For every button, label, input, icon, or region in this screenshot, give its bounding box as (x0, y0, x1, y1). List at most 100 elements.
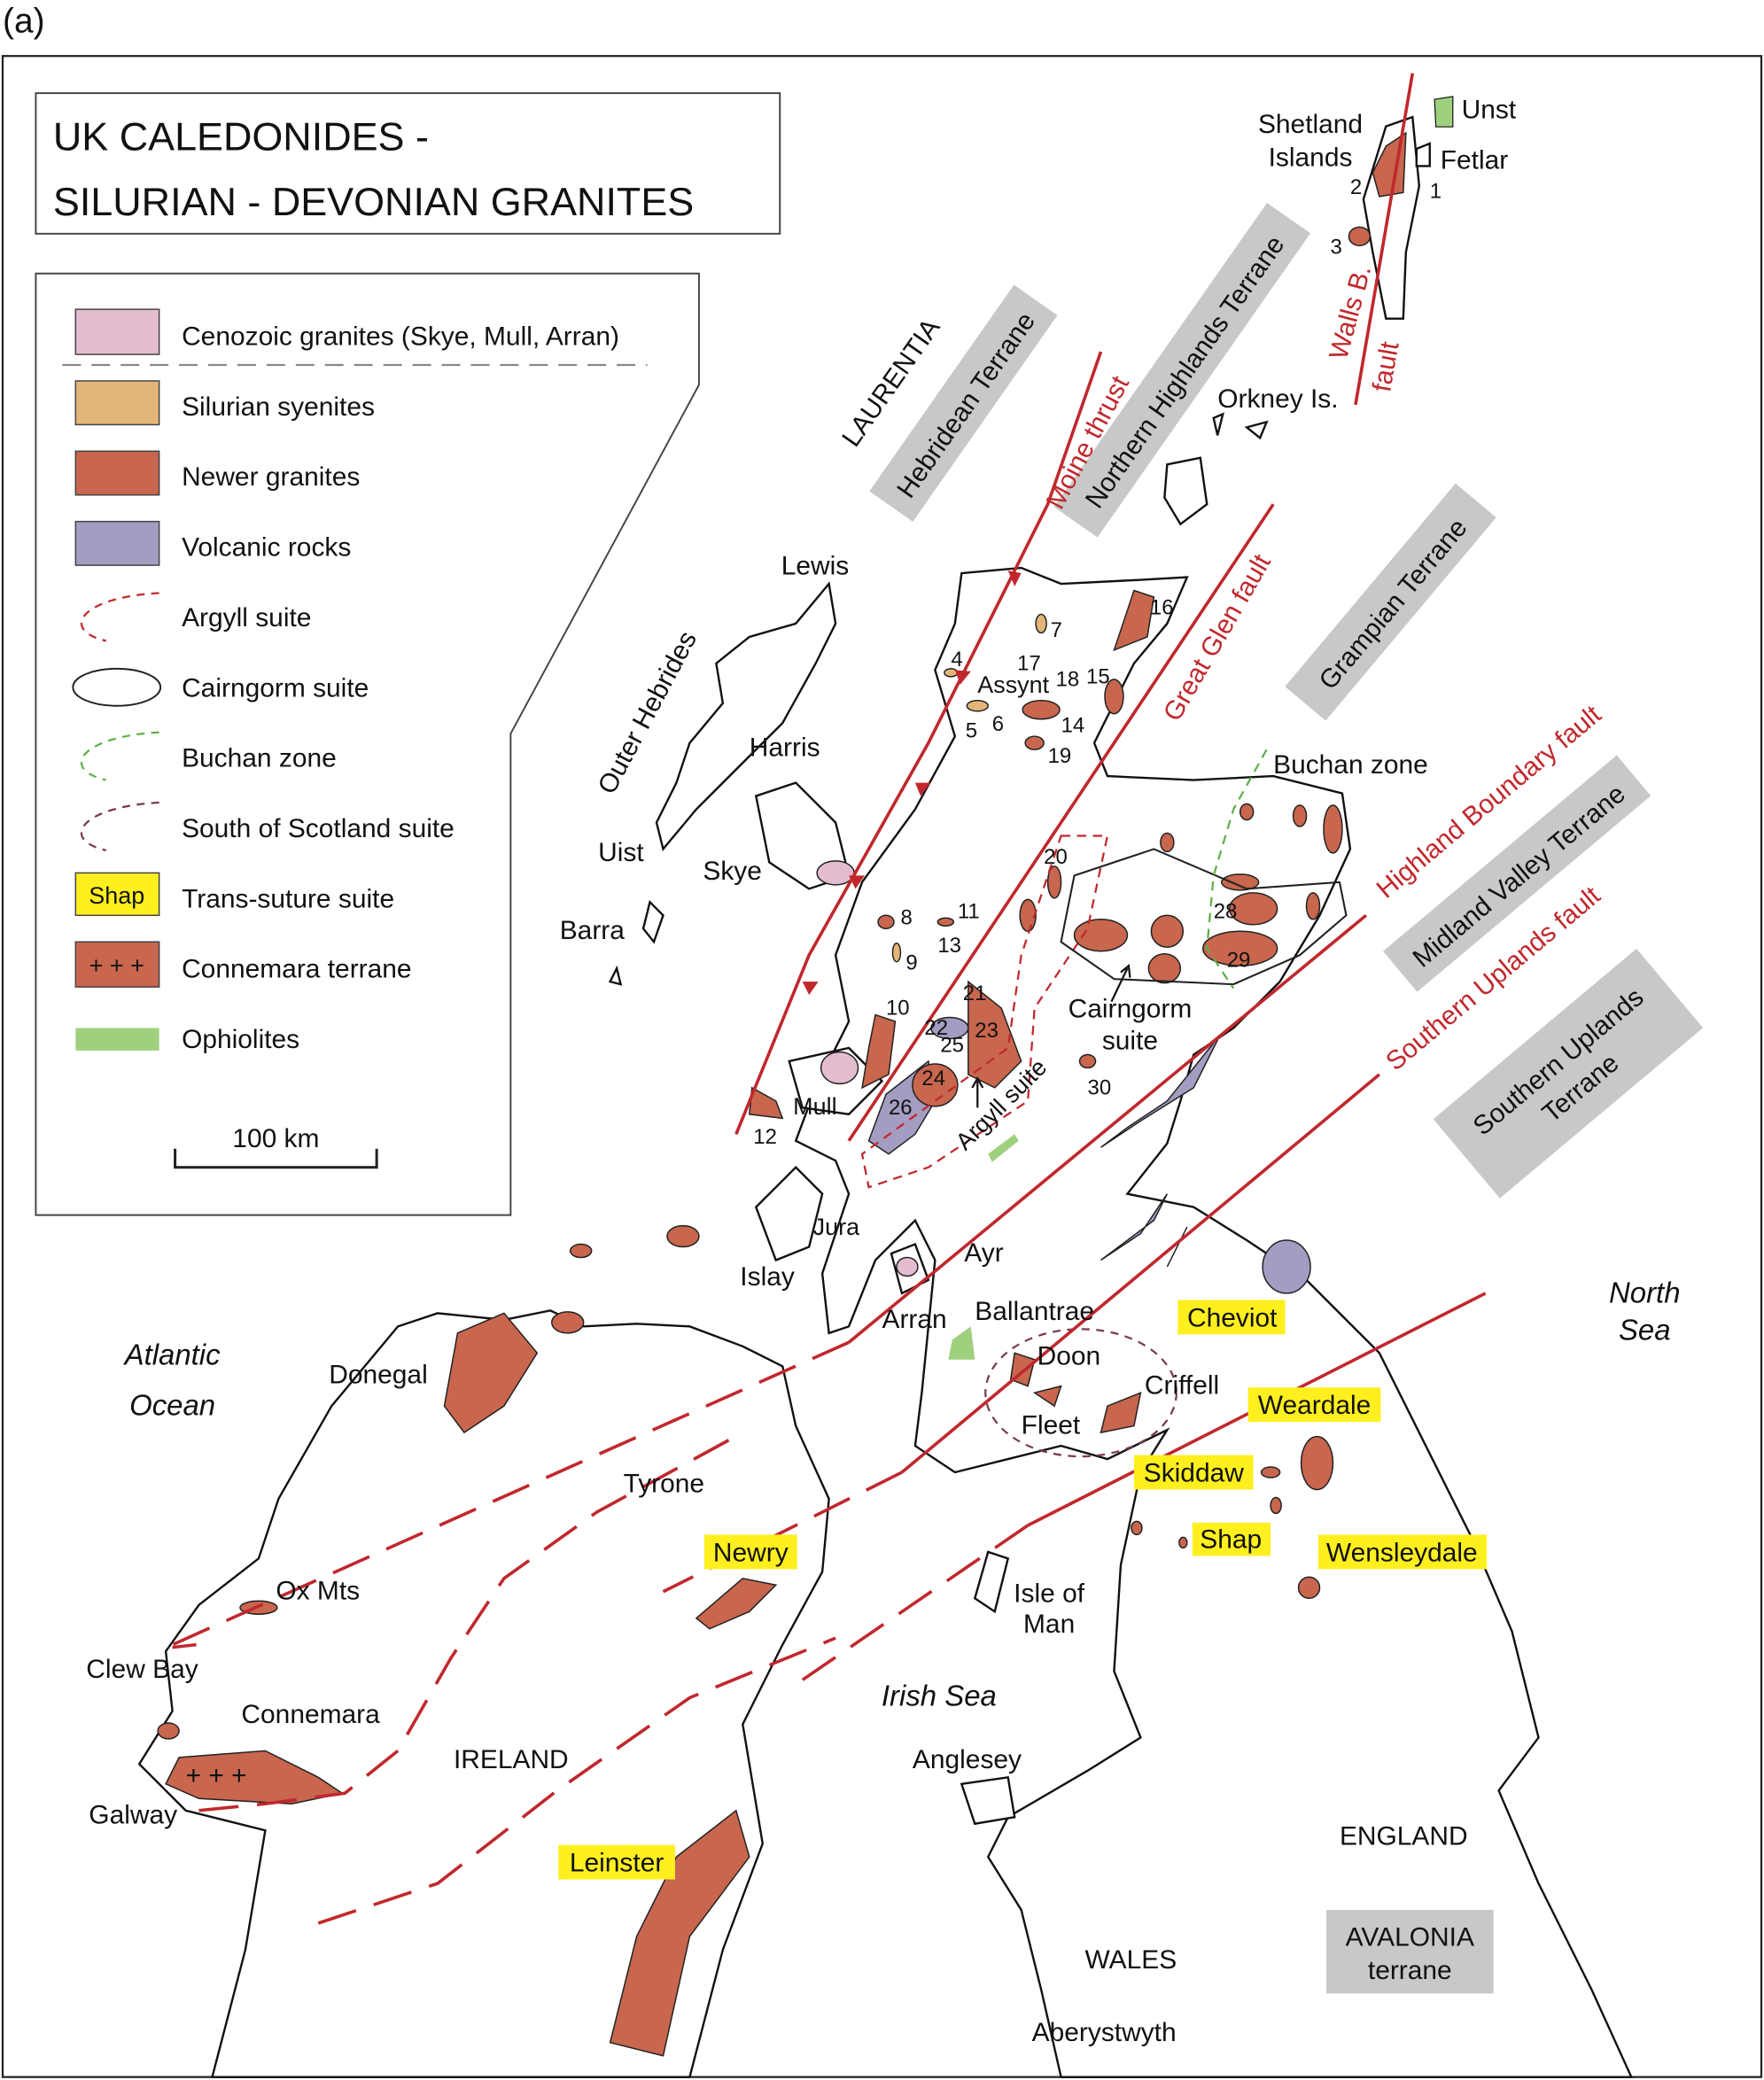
cenozoic-granite-arran (896, 1256, 919, 1277)
label-jura: Jura (813, 1214, 859, 1240)
isle-of-man (973, 1550, 1010, 1614)
granite-number: 26 (889, 1096, 913, 1120)
anglesey (960, 1775, 1016, 1826)
granite-number: 16 (1150, 595, 1174, 619)
label-donegal: Donegal (329, 1361, 427, 1390)
granite-number: 30 (1088, 1075, 1112, 1099)
ophiolite-unst (1434, 97, 1453, 127)
label-uist: Uist (598, 838, 644, 867)
cairngorm-suite-outline (1060, 848, 1348, 986)
scale-bar (174, 1148, 378, 1169)
syenite-9 (891, 942, 902, 963)
label-mull: Mull (793, 1093, 836, 1120)
label-clew-bay: Clew Bay (86, 1655, 198, 1684)
outer-hebrides (655, 581, 837, 852)
label-tyrone: Tyrone (624, 1469, 704, 1498)
granite-number: 5 (966, 719, 977, 743)
label-fleet: Fleet (1022, 1411, 1081, 1440)
volcanic-rocks-cheviot (1262, 1239, 1311, 1294)
legend-label: Connemara terrane (182, 955, 411, 984)
label-unst: Unst (1462, 96, 1517, 125)
ophiolite-ballantrae (948, 1326, 975, 1360)
granite-number: 6 (992, 712, 1004, 736)
legend-label: Volcanic rocks (182, 533, 351, 563)
label-irish-sea: Irish Sea (882, 1679, 997, 1711)
legend-label: Trans-suture suite (182, 884, 394, 913)
granite-number: 15 (1086, 664, 1110, 688)
label-north: North (1609, 1276, 1681, 1308)
granite-number: 21 (963, 982, 987, 1005)
label-cairngorm: Cairngorm (1069, 995, 1193, 1024)
legend-swatch-ophiolite (75, 1028, 159, 1051)
label-ballantrae: Ballantrae (975, 1297, 1094, 1326)
granite-number: 24 (921, 1067, 945, 1090)
label-aberystwyth: Aberystwyth (1032, 2018, 1177, 2047)
label-shap: Shap (1200, 1525, 1262, 1554)
label-atlantic-ocean: Ocean (129, 1389, 215, 1422)
label-skiddaw: Skiddaw (1144, 1458, 1244, 1487)
ireland-coast (137, 1309, 830, 2078)
legend-label: Newer granites (182, 462, 360, 492)
svg-text:AVALONIA: AVALONIA (1346, 1922, 1474, 1952)
panel-label: (a) (3, 2, 45, 40)
argyll-suite-outline (860, 834, 1109, 1189)
label-assynt: Assynt (977, 671, 1049, 698)
svg-text:terrane: terrane (1368, 1956, 1452, 1985)
label-arran: Arran (882, 1305, 947, 1334)
label-england: ENGLAND (1340, 1822, 1468, 1851)
terrane-avalonia: AVALONIA terrane (1325, 1910, 1494, 1994)
legend-label: Silurian syenites (182, 392, 375, 422)
label-wensleydale: Wensleydale (1326, 1538, 1478, 1567)
cenozoic-granite-skye (816, 860, 855, 886)
label-orkney: Orkney Is. (1217, 384, 1338, 414)
granite-number: 18 (1056, 667, 1080, 691)
granite-number: 25 (940, 1033, 964, 1057)
south-of-scotland-suite-outline (984, 1328, 1177, 1458)
jura-islay (754, 1166, 824, 1262)
label-shetland: Shetland (1258, 110, 1363, 139)
label-newry: Newry (713, 1538, 789, 1567)
legend-swatch-buchan (80, 731, 159, 781)
legend-label: Ophiolites (182, 1025, 299, 1054)
buchan-zone-outline (1206, 749, 1268, 990)
granite-number: 20 (1044, 845, 1068, 869)
cenozoic-granite-mull (820, 1051, 859, 1085)
legend-label: Cairngorm suite (182, 673, 369, 702)
orkney (1163, 412, 1269, 526)
label-barra: Barra (560, 916, 626, 945)
label-ireland: IRELAND (454, 1745, 569, 1774)
label-cairngorm-suite: suite (1102, 1026, 1158, 1055)
legend-swatch-south-scotland (80, 801, 159, 852)
legend-label: Argyll suite (182, 603, 311, 633)
label-connemara: Connemara (241, 1700, 380, 1729)
label-anglesey: Anglesey (913, 1745, 1022, 1774)
newer-granites (157, 131, 1407, 2057)
label-doon: Doon (1037, 1342, 1101, 1371)
granite-number: 14 (1061, 714, 1085, 738)
legend-swatch-cairngorm (72, 667, 162, 707)
legend-swatch-newer-granite (74, 450, 160, 496)
faults (171, 73, 1487, 1925)
legend: Shap + + + Cenozoic granites (Skye, Mull… (35, 272, 700, 1216)
connemara-crosses: + + + (186, 1761, 247, 1790)
granite-number: 11 (958, 899, 980, 923)
granite-number: 4 (951, 648, 962, 671)
cairngorm-arrow-icon (1110, 963, 1131, 1003)
granite-number: 28 (1214, 899, 1238, 923)
map-title-line2: SILURIAN - DEVONIAN GRANITES (53, 179, 694, 224)
granite-number: 9 (905, 951, 917, 975)
map-title-line1: UK CALEDONIDES - (53, 114, 429, 159)
granite-number: 22 (924, 1016, 948, 1040)
granite-number: 3 (1330, 235, 1341, 259)
legend-swatch-connemara (74, 941, 160, 988)
label-cheviot: Cheviot (1187, 1303, 1278, 1332)
granite-number: 2 (1350, 175, 1362, 199)
legend-swatch-argyll (80, 592, 159, 642)
volcanic-rocks-midland-valley (1100, 1034, 1221, 1148)
uist-barra-islands (608, 899, 664, 986)
label-north-sea: Sea (1619, 1313, 1671, 1346)
granite-number: 12 (753, 1125, 777, 1149)
granite-number: 8 (900, 906, 912, 930)
granite-number-labels: 1 2 3 4 5 6 7 8 9 10 11 12 13 14 15 16 1… (753, 175, 1442, 1149)
